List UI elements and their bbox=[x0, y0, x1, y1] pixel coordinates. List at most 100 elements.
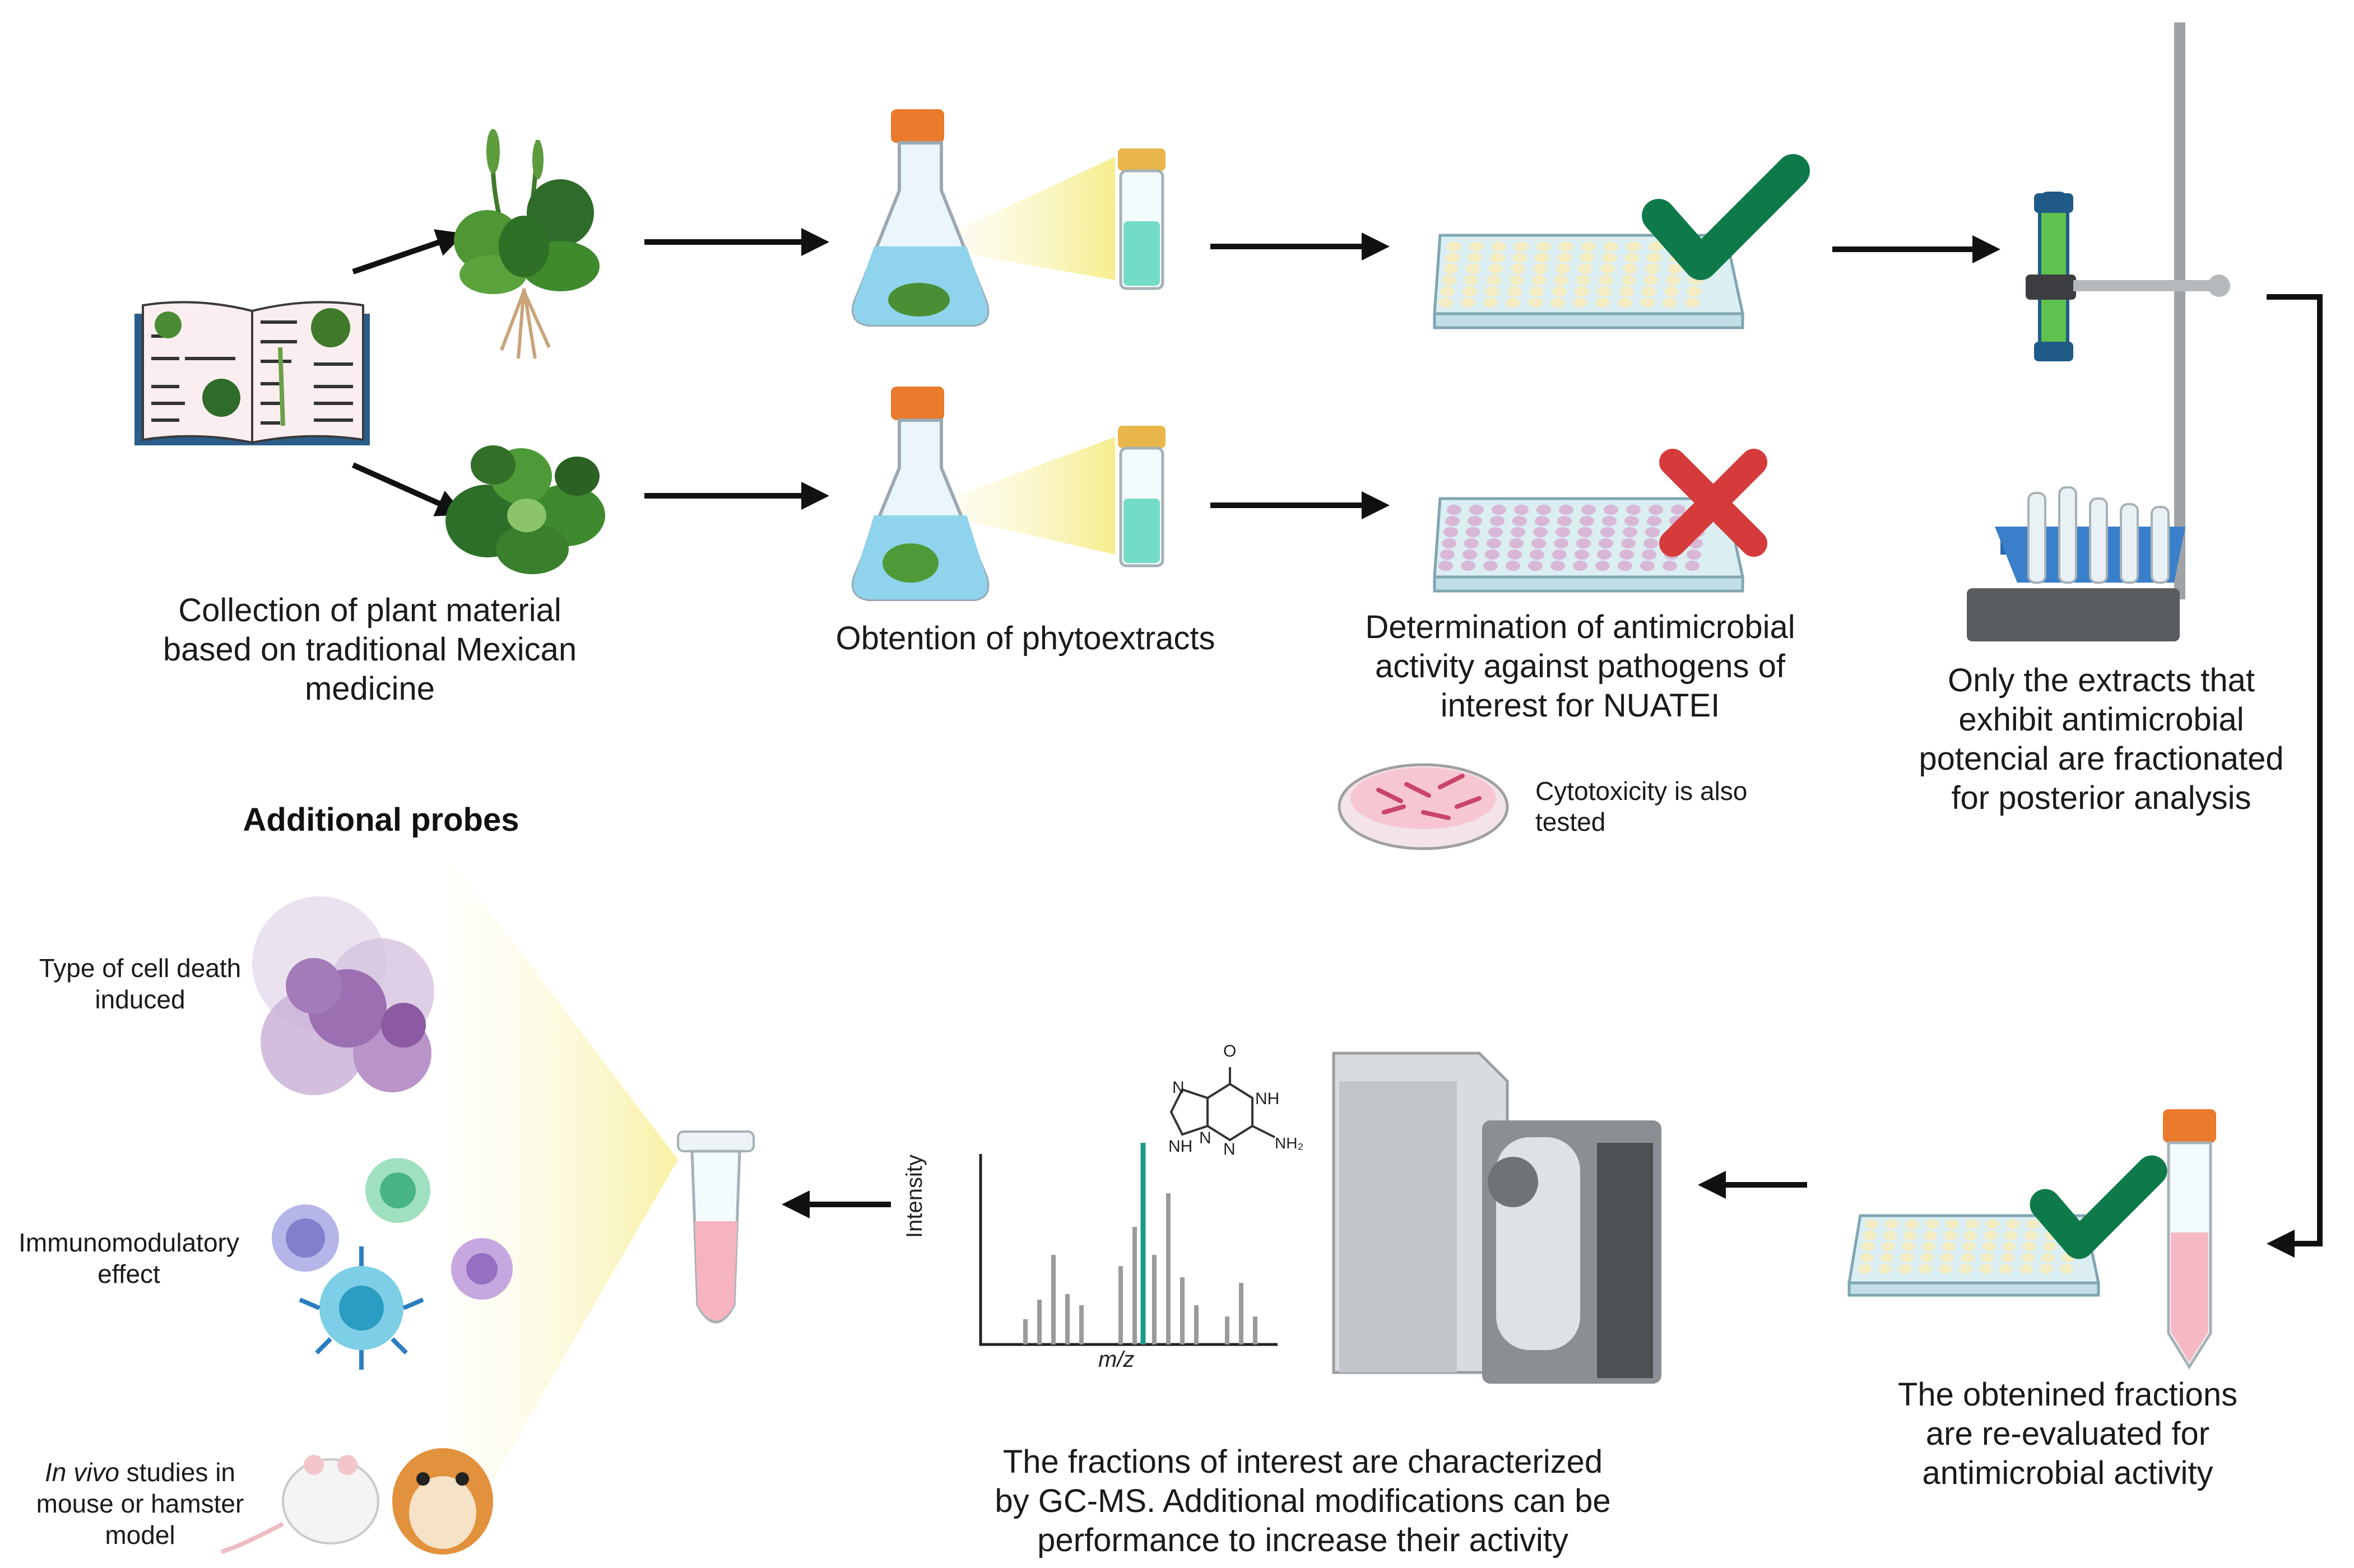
well bbox=[1599, 274, 1613, 286]
well bbox=[1860, 1253, 1873, 1263]
well bbox=[1979, 1264, 1993, 1274]
well bbox=[1687, 286, 1701, 297]
well bbox=[1557, 515, 1572, 527]
well bbox=[2043, 1241, 2056, 1251]
caption-reevaluated-line-3: antimicrobial activity bbox=[1922, 1455, 2213, 1491]
well bbox=[1599, 538, 1613, 549]
well bbox=[1554, 274, 1568, 286]
well bbox=[1685, 560, 1700, 571]
well bbox=[1487, 274, 1501, 286]
well bbox=[1602, 252, 1617, 263]
well bbox=[1462, 286, 1477, 297]
well bbox=[1507, 286, 1522, 297]
well bbox=[2026, 1219, 2040, 1229]
well bbox=[1442, 538, 1456, 549]
well bbox=[1645, 263, 1660, 274]
caption-cytotoxicity-line-1: Cytotoxicity is also bbox=[1535, 776, 1748, 806]
well bbox=[1900, 1253, 1914, 1263]
well bbox=[1925, 1219, 1939, 1229]
well bbox=[1623, 527, 1637, 538]
well bbox=[1576, 538, 1591, 549]
well bbox=[1626, 504, 1641, 515]
caption-invivo-line-3: model bbox=[105, 1520, 175, 1550]
well bbox=[2040, 1264, 2053, 1274]
caption-fractionated-line-3: potencial are fractionated bbox=[1919, 741, 2284, 777]
well bbox=[1556, 263, 1570, 274]
well bbox=[2060, 1264, 2073, 1274]
well bbox=[1602, 515, 1617, 527]
herbal-book-icon bbox=[134, 301, 370, 445]
well bbox=[1512, 252, 1527, 263]
vial-icon-2 bbox=[1118, 426, 1166, 567]
well bbox=[1666, 274, 1680, 286]
well bbox=[1663, 560, 1677, 571]
molecule-nh1-label: NH bbox=[1255, 1090, 1280, 1108]
well bbox=[1962, 1241, 1976, 1251]
well bbox=[1624, 252, 1639, 263]
well bbox=[1488, 527, 1503, 538]
well bbox=[1535, 252, 1549, 263]
caption-characterized-line-1: The fractions of interest are characteri… bbox=[1002, 1444, 1603, 1480]
well bbox=[1861, 1241, 1875, 1251]
gc-ms-instrument-icon bbox=[1332, 1051, 1661, 1384]
well bbox=[1642, 549, 1656, 560]
caption-fractionated-line-1: Only the extracts that bbox=[1947, 662, 2255, 699]
well bbox=[1445, 252, 1460, 263]
cross-mark-icon bbox=[1659, 449, 1767, 557]
well bbox=[1942, 1241, 1956, 1251]
caption-fractionated: Only the extracts that exhibit antimicro… bbox=[1866, 661, 2337, 818]
well bbox=[1939, 1264, 1952, 1274]
well bbox=[1687, 549, 1701, 560]
caption-characterized-line-3: performance to increase their activity bbox=[1037, 1522, 1568, 1558]
microtube-icon bbox=[677, 1130, 755, 1324]
falcon-tube-icon bbox=[2163, 1109, 2216, 1370]
caption-collection-line-1: Collection of plant material bbox=[178, 592, 561, 629]
well bbox=[1924, 1230, 1937, 1240]
caption-collection-line-3: medicine bbox=[304, 671, 435, 707]
well bbox=[1466, 263, 1480, 274]
well bbox=[1488, 263, 1503, 274]
erlenmeyer-flask-icon-2 bbox=[851, 387, 990, 601]
caption-obtention: Obtention of phytoextracts bbox=[835, 620, 1215, 657]
well bbox=[1581, 241, 1596, 252]
well bbox=[1595, 560, 1610, 571]
well bbox=[1643, 538, 1658, 549]
well bbox=[1920, 1253, 1934, 1263]
well bbox=[1575, 549, 1589, 560]
well bbox=[1671, 504, 1686, 515]
well bbox=[1961, 1253, 1974, 1263]
caption-invivo-line-1: In vivo studies in bbox=[11, 1457, 269, 1488]
well bbox=[1442, 274, 1456, 286]
molecule-o-label: O bbox=[1223, 1042, 1237, 1060]
well bbox=[1556, 527, 1570, 538]
cell-death-icon bbox=[252, 896, 434, 1095]
well bbox=[1575, 286, 1589, 297]
molecule-nh2-label: NH bbox=[1168, 1137, 1193, 1156]
well bbox=[1649, 504, 1663, 515]
well bbox=[1880, 1253, 1893, 1263]
well bbox=[1443, 263, 1458, 274]
well bbox=[1461, 560, 1475, 571]
well bbox=[1485, 549, 1499, 560]
caption-determination: Determination of antimicrobial activity … bbox=[1322, 608, 1838, 725]
well bbox=[1999, 1264, 2013, 1274]
caption-invivo: In vivo studies in mouse or hamster mode… bbox=[11, 1457, 269, 1551]
caption-immuno: Immunomodulatory effect bbox=[0, 1227, 258, 1290]
molecule-nh2-group-label: NH₂ bbox=[1275, 1134, 1304, 1152]
caption-cell-death: Type of cell death induced bbox=[11, 952, 269, 1015]
caption-determination-line-1: Determination of antimicrobial bbox=[1365, 609, 1795, 645]
well bbox=[1964, 1230, 1977, 1240]
check-mark-icon-2 bbox=[2030, 1155, 2167, 1259]
well bbox=[1878, 1264, 1892, 1274]
well bbox=[1903, 1230, 1917, 1240]
well bbox=[1485, 286, 1499, 297]
caption-immuno-line-2: effect bbox=[97, 1259, 160, 1288]
well bbox=[1469, 504, 1484, 515]
well bbox=[1531, 274, 1546, 286]
light-beam-3 bbox=[448, 857, 678, 1557]
check-mark-icon bbox=[1642, 154, 1810, 280]
well bbox=[1597, 549, 1612, 560]
well bbox=[1514, 241, 1529, 252]
caption-invivo-line-2: mouse or hamster bbox=[36, 1489, 244, 1518]
well bbox=[1461, 297, 1475, 308]
